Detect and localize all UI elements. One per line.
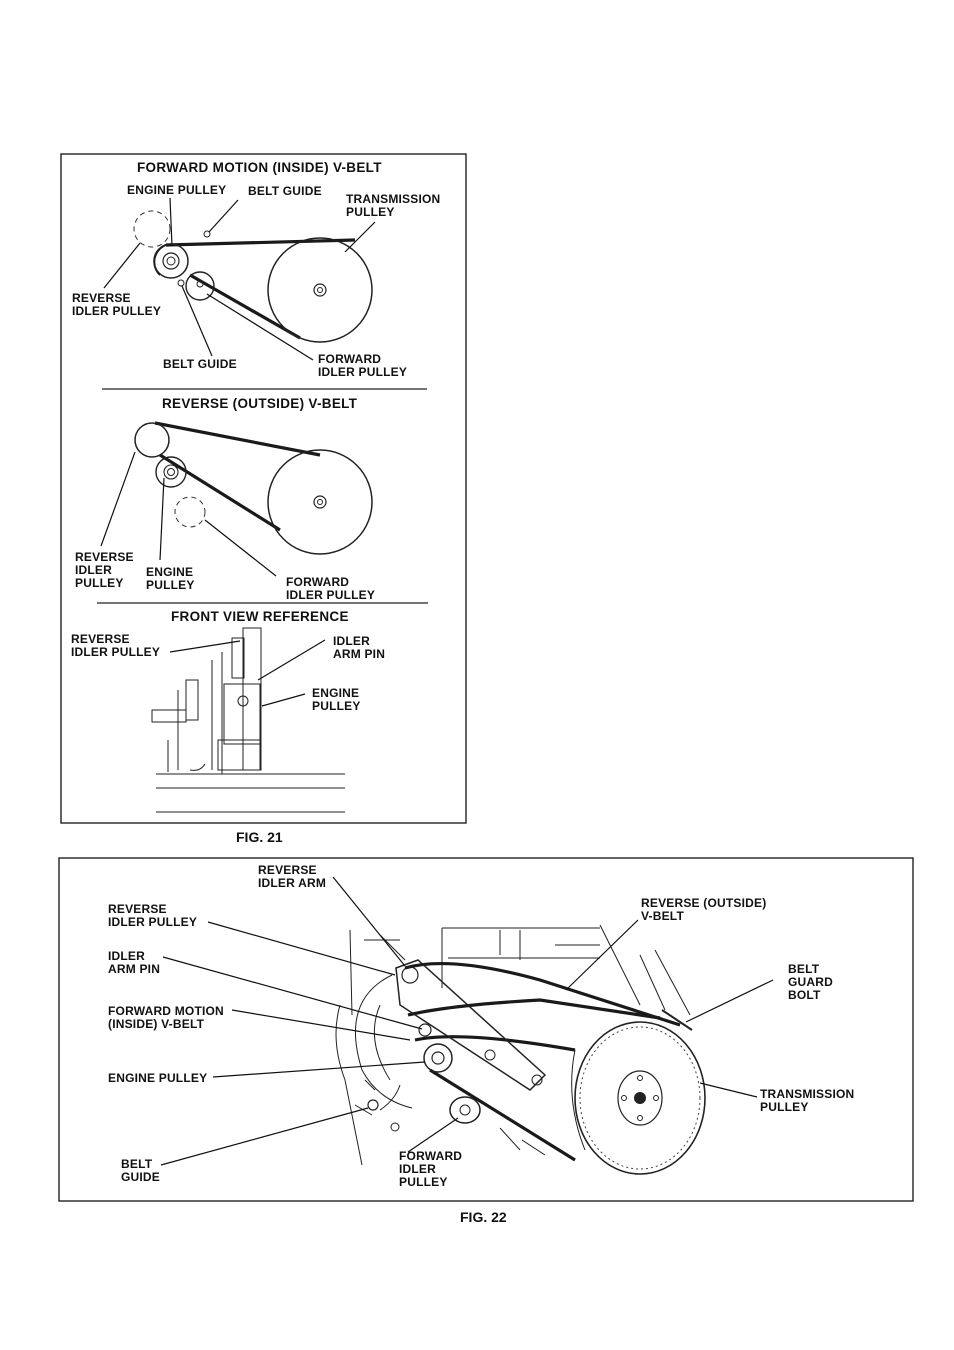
f22-forward-motion-belt-label: FORWARD MOTION (INSIDE) V-BELT [108,1005,224,1031]
fwd-reverse-idler-pulley [133,210,171,248]
label-line: IDLER ARM [258,876,327,890]
f22-idler-arm-pin-label: IDLER ARM PIN [108,950,160,976]
fwd-belt-guide-top [203,230,211,238]
f22-reverse-idler-arm-label: REVERSE IDLER ARM [258,864,326,890]
label-line: ARM PIN [333,647,386,661]
fwd-transmission-pulley [267,237,373,343]
fig21-frame [60,153,467,824]
fig22-frame [58,857,914,1202]
label-line: BELT [788,962,820,976]
f22-idler-arm-pin [418,1023,432,1037]
label-line: (INSIDE) V-BELT [108,1017,205,1031]
fwd-transmission-pulley-label: TRANSMISSION PULLEY [346,193,440,219]
fwd-engine-pulley [153,243,189,279]
label-line: IDLER [399,1162,436,1176]
fig22-drawing [160,876,774,1175]
label-line: IDLER [108,949,145,963]
fig21-caption: FIG. 21 [236,829,283,845]
f22-reverse-belt [404,961,681,1027]
label-line: BOLT [788,988,821,1002]
fv-reverse-idler-pulley-label: REVERSE IDLER PULLEY [71,633,160,659]
f22-engine-pulley [423,1043,453,1073]
rev-reverse-idler-pulley-label: REVERSE IDLER PULLEY [75,551,134,590]
label-line: TRANSMISSION [760,1087,855,1101]
f22-transmission-pulley [574,1021,706,1175]
f22-engine-pulley-label: ENGINE PULLEY [108,1071,208,1085]
forward-panel-title: FORWARD MOTION (INSIDE) V-BELT [137,160,382,175]
label-line: TRANSMISSION [346,192,441,206]
forward-panel-drawing [103,197,376,361]
label-line: V-BELT [641,909,684,923]
label-line: IDLER PULLEY [286,588,376,602]
f22-reverse-outside-belt-label: REVERSE (OUTSIDE) V-BELT [641,897,766,923]
label-line: REVERSE [71,632,130,646]
label-line: REVERSE [72,291,131,305]
f22-belt-guard-bolt-label: BELT GUARD BOLT [788,963,833,1002]
rev-engine-pulley-label: ENGINE PULLEY [146,566,195,592]
f22-forward-idler-pulley-label: FORWARD IDLER PULLEY [399,1150,462,1189]
front-view-drawing [151,627,345,813]
label-line: PULLEY [75,576,124,590]
label-line: REVERSE [75,550,134,564]
label-line: IDLER PULLEY [72,304,162,318]
label-line: BELT [121,1157,153,1171]
label-line: PULLEY [399,1175,448,1189]
label-line: ARM PIN [108,962,161,976]
label-line: FORWARD [318,352,382,366]
label-line: FORWARD [286,575,350,589]
f22-forward-idler-pulley [449,1096,481,1124]
f22-transmission-pulley-label: TRANSMISSION PULLEY [760,1088,854,1114]
label-line: IDLER [333,634,370,648]
reverse-panel-drawing [100,421,373,577]
rev-engine-pulley [155,456,187,488]
label-line: IDLER PULLEY [318,365,408,379]
rev-transmission-pulley [267,449,373,555]
f22-forward-belt [414,1035,576,1052]
f22-belt-guide-label: BELT GUIDE [121,1158,160,1184]
fwd-belt-guide-bottom [177,279,185,287]
fwd-belt-guide-top-label: BELT GUIDE [248,184,322,198]
fv-engine-pulley-label: ENGINE PULLEY [312,687,361,713]
label-line: REVERSE [258,863,317,877]
label-line: ENGINE [146,565,194,579]
rev-forward-idler-pulley [174,496,206,528]
rev-reverse-idler-pulley [134,422,170,458]
fwd-belt [165,238,356,247]
fwd-belt-guide-bottom-label: BELT GUIDE [163,357,237,371]
fwd-forward-idler-pulley [185,271,215,301]
rev-belt-bottom [159,453,281,532]
label-line: FORWARD MOTION [108,1004,224,1018]
fwd-reverse-idler-pulley-label: REVERSE IDLER PULLEY [72,292,161,318]
fig22-caption: FIG. 22 [460,1209,507,1225]
label-line: PULLEY [146,578,195,592]
rev-belt-top [154,421,321,457]
label-line: IDLER [75,563,112,577]
label-line: IDLER PULLEY [71,645,161,659]
fv-idler-arm-pin-label: IDLER ARM PIN [333,635,385,661]
label-line: PULLEY [760,1100,809,1114]
rev-forward-idler-pulley-label: FORWARD IDLER PULLEY [286,576,375,602]
f22-reverse-idler-arm [395,959,547,1091]
label-line: GUARD [788,975,833,989]
label-line: IDLER PULLEY [108,915,198,929]
reverse-panel-title: REVERSE (OUTSIDE) V-BELT [162,396,358,411]
label-line: PULLEY [346,205,395,219]
f22-belt-guide [367,1099,379,1111]
fwd-forward-idler-pulley-label: FORWARD IDLER PULLEY [318,353,407,379]
label-line: FORWARD [399,1149,463,1163]
front-view-title: FRONT VIEW REFERENCE [171,609,349,624]
label-line: PULLEY [312,699,361,713]
label-line: ENGINE [312,686,360,700]
label-line: GUIDE [121,1170,161,1184]
f22-reverse-idler-pulley-label: REVERSE IDLER PULLEY [108,903,197,929]
label-line: REVERSE [108,902,167,916]
fwd-belt-lower [189,273,301,340]
fwd-engine-pulley-label: ENGINE PULLEY [127,183,227,197]
label-line: REVERSE (OUTSIDE) [641,896,767,910]
